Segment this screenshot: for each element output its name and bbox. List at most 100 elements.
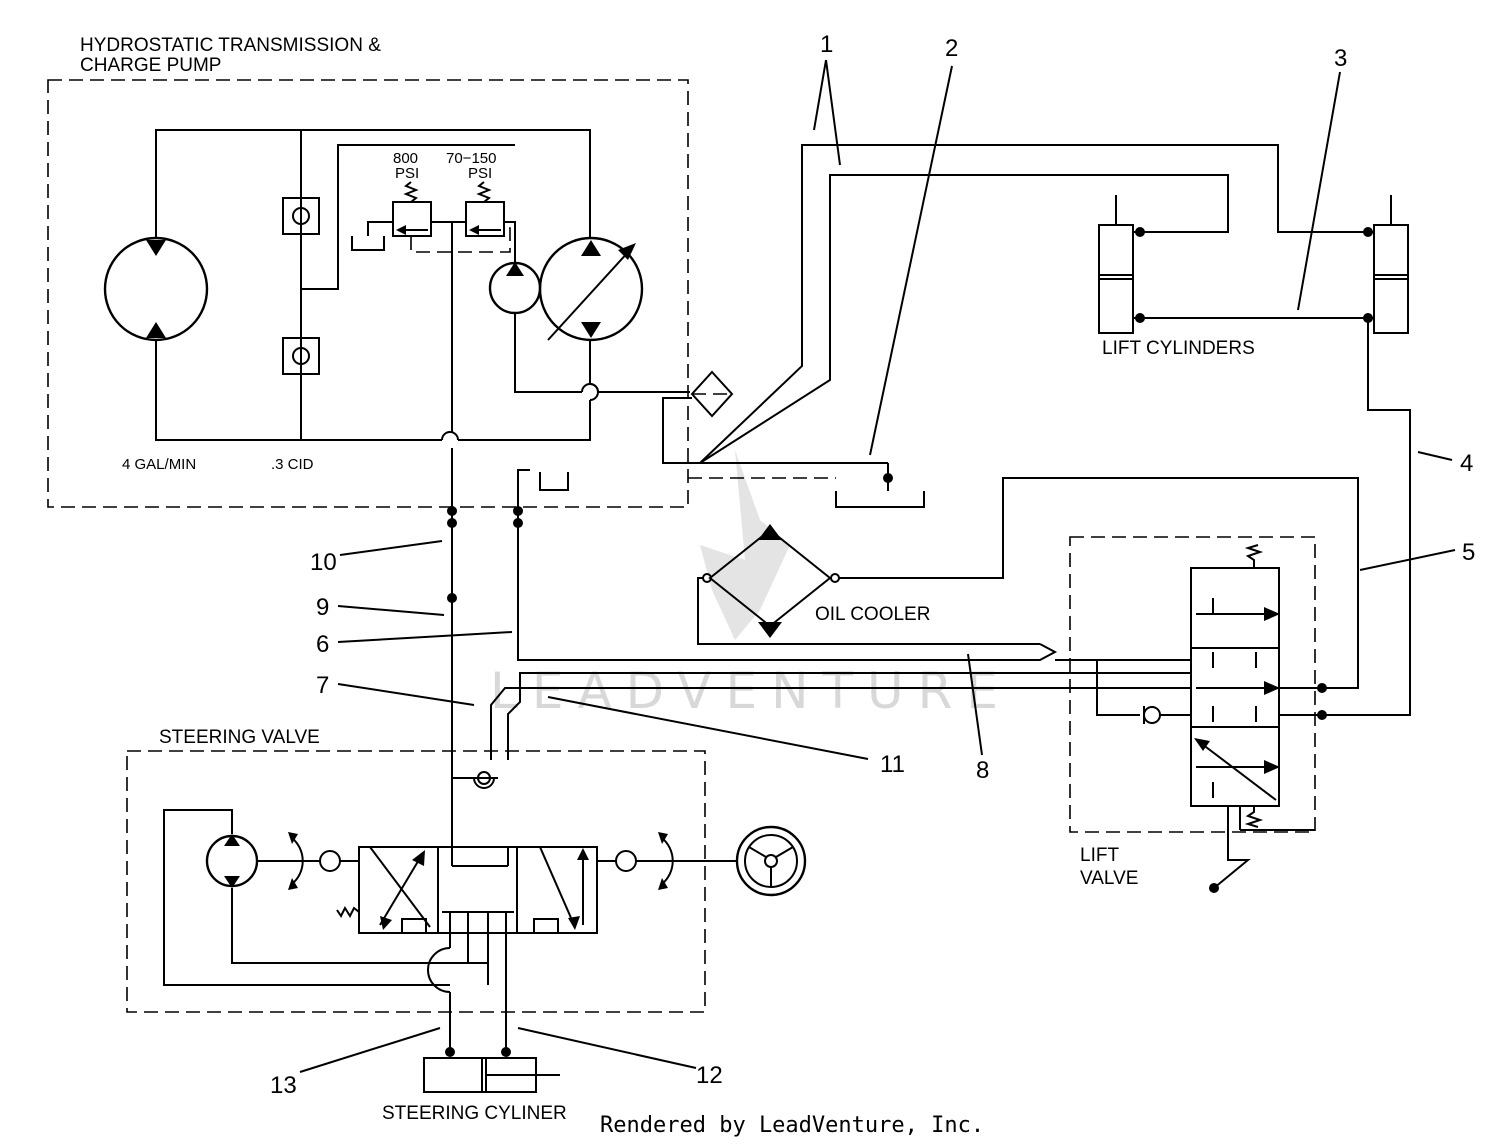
check-valve-upper	[282, 197, 320, 235]
check-ball-lower	[292, 347, 310, 365]
pump-arrow-bottom	[581, 322, 601, 338]
check-valve-lower	[282, 337, 320, 375]
pump-variable-arrowhead	[618, 243, 636, 260]
relief-800-tank	[367, 221, 393, 236]
relief-800-arrowhead	[396, 225, 406, 235]
watermark-logo	[700, 450, 790, 640]
pump-variable-line	[547, 249, 631, 341]
callout-numbers: 1 2 3 4 5 6 7 8 9 10 11 12 13	[270, 31, 1475, 1099]
relief-800-unit: PSI	[395, 165, 419, 182]
hydro-title-line1: HYDROSTATIC TRANSMISSION &	[80, 35, 381, 56]
lift-lever	[1213, 806, 1251, 889]
lift-spring-bottom	[1244, 806, 1264, 828]
charge-line	[301, 144, 515, 290]
callout-10: 10	[310, 549, 337, 576]
metering-return	[231, 888, 488, 964]
reservoir	[835, 491, 925, 508]
cyl-dot-1	[1135, 227, 1145, 237]
callout-11: 11	[880, 751, 905, 778]
lift-cylinders: LIFT CYLINDERS	[1098, 195, 1411, 716]
line-8a	[517, 520, 1058, 661]
pilot-line	[410, 227, 511, 253]
cooler-arrow-bottom	[758, 622, 782, 638]
filter-diamond	[690, 370, 734, 418]
credit-text: Rendered by LeadVenture, Inc.	[600, 1113, 984, 1138]
spring-70	[476, 181, 492, 203]
watermark: LEADVENTURE	[490, 450, 1012, 720]
callout-7: 7	[316, 672, 329, 699]
cid-label: .3 CID	[271, 456, 314, 473]
cooler-in	[697, 577, 1040, 645]
steering-check	[473, 777, 495, 789]
oil-cooler: OIL COOLER	[697, 477, 1359, 689]
tank-dot	[883, 473, 893, 483]
charge-suction	[514, 313, 582, 393]
tank-return-hydro	[517, 469, 530, 520]
relief-70-unit: PSI	[468, 165, 492, 182]
line-1a	[699, 144, 1368, 464]
lift-valve: LIFT VALVE	[1069, 536, 1327, 893]
callout-12: 12	[696, 1062, 723, 1089]
lift-spring-top	[1244, 544, 1264, 568]
lift-valve-box	[1069, 536, 1316, 833]
callout-leaders	[299, 59, 1456, 1073]
callout-1: 1	[820, 31, 833, 58]
callout-6: 6	[316, 631, 329, 658]
relief-70-value: 70−150	[446, 150, 496, 167]
line-11-outer	[507, 672, 1190, 760]
lift-valve-label-2: VALVE	[1080, 868, 1138, 889]
steering-valve-box	[126, 750, 706, 1013]
check-ball-upper	[292, 207, 310, 225]
loop-bottom	[155, 340, 442, 441]
motor-arrow-bottom	[146, 322, 166, 338]
variable-pump	[538, 236, 644, 342]
line-8-group	[490, 520, 1190, 760]
flow-label: 4 GAL/MIN	[122, 456, 196, 473]
relief-70-to-charge	[504, 221, 516, 262]
tank-hydro	[539, 472, 569, 491]
callout-13: 13	[270, 1072, 297, 1099]
relief-valve-800	[392, 201, 432, 237]
steering-cylinder: STEERING CYLINER	[382, 1047, 567, 1124]
callout-3: 3	[1334, 45, 1347, 72]
lift-dot-2	[1317, 710, 1327, 720]
motor-arrow-top	[146, 240, 166, 256]
spring-800	[403, 181, 419, 203]
lift-check-ball	[1143, 706, 1161, 724]
callout-9: 9	[316, 594, 329, 621]
lift-cylinders-label: LIFT CYLINDERS	[1102, 338, 1255, 359]
loop-top	[155, 129, 591, 238]
lift-lines	[688, 144, 1368, 508]
relief-800-value: 800	[393, 150, 418, 167]
filter	[662, 370, 734, 464]
cyl-dot-3	[1135, 313, 1145, 323]
lift-dot-1	[1317, 683, 1327, 693]
charge-pump-arrow	[506, 262, 524, 276]
loop-bottom-right	[458, 400, 591, 441]
relief-70-arrowhead	[469, 225, 479, 235]
watermark-text: LEADVENTURE	[490, 662, 1012, 720]
hydro-box	[47, 79, 689, 508]
cyl-dot-2	[1363, 227, 1373, 237]
charge-suction-hop	[581, 383, 599, 393]
line-11	[490, 687, 1190, 760]
oil-cooler-label: OIL COOLER	[815, 604, 930, 625]
lift-lever-knob	[1209, 883, 1219, 893]
lift-valve-label-1: LIFT	[1080, 845, 1119, 866]
tank-800	[351, 236, 385, 251]
line-4	[1322, 318, 1411, 716]
steering-valve: STEERING VALVE	[126, 727, 807, 1052]
cooler-port-right	[830, 573, 840, 583]
rotation-arrow-right	[661, 837, 674, 885]
steering-supply	[447, 448, 569, 848]
steering-cylinder-label: STEERING CYLINER	[382, 1103, 567, 1124]
steer-spring	[336, 905, 360, 919]
hydrostatic-transmission: HYDROSTATIC TRANSMISSION & CHARGE PUMP 8…	[47, 35, 690, 508]
cooler-return	[839, 477, 1359, 689]
steering-valve-label: STEERING VALVE	[159, 727, 320, 748]
lift-check-line	[1096, 660, 1140, 716]
line-1b	[699, 174, 1229, 464]
pump-arrow-top	[581, 240, 601, 256]
filter-to-junction	[662, 397, 700, 464]
